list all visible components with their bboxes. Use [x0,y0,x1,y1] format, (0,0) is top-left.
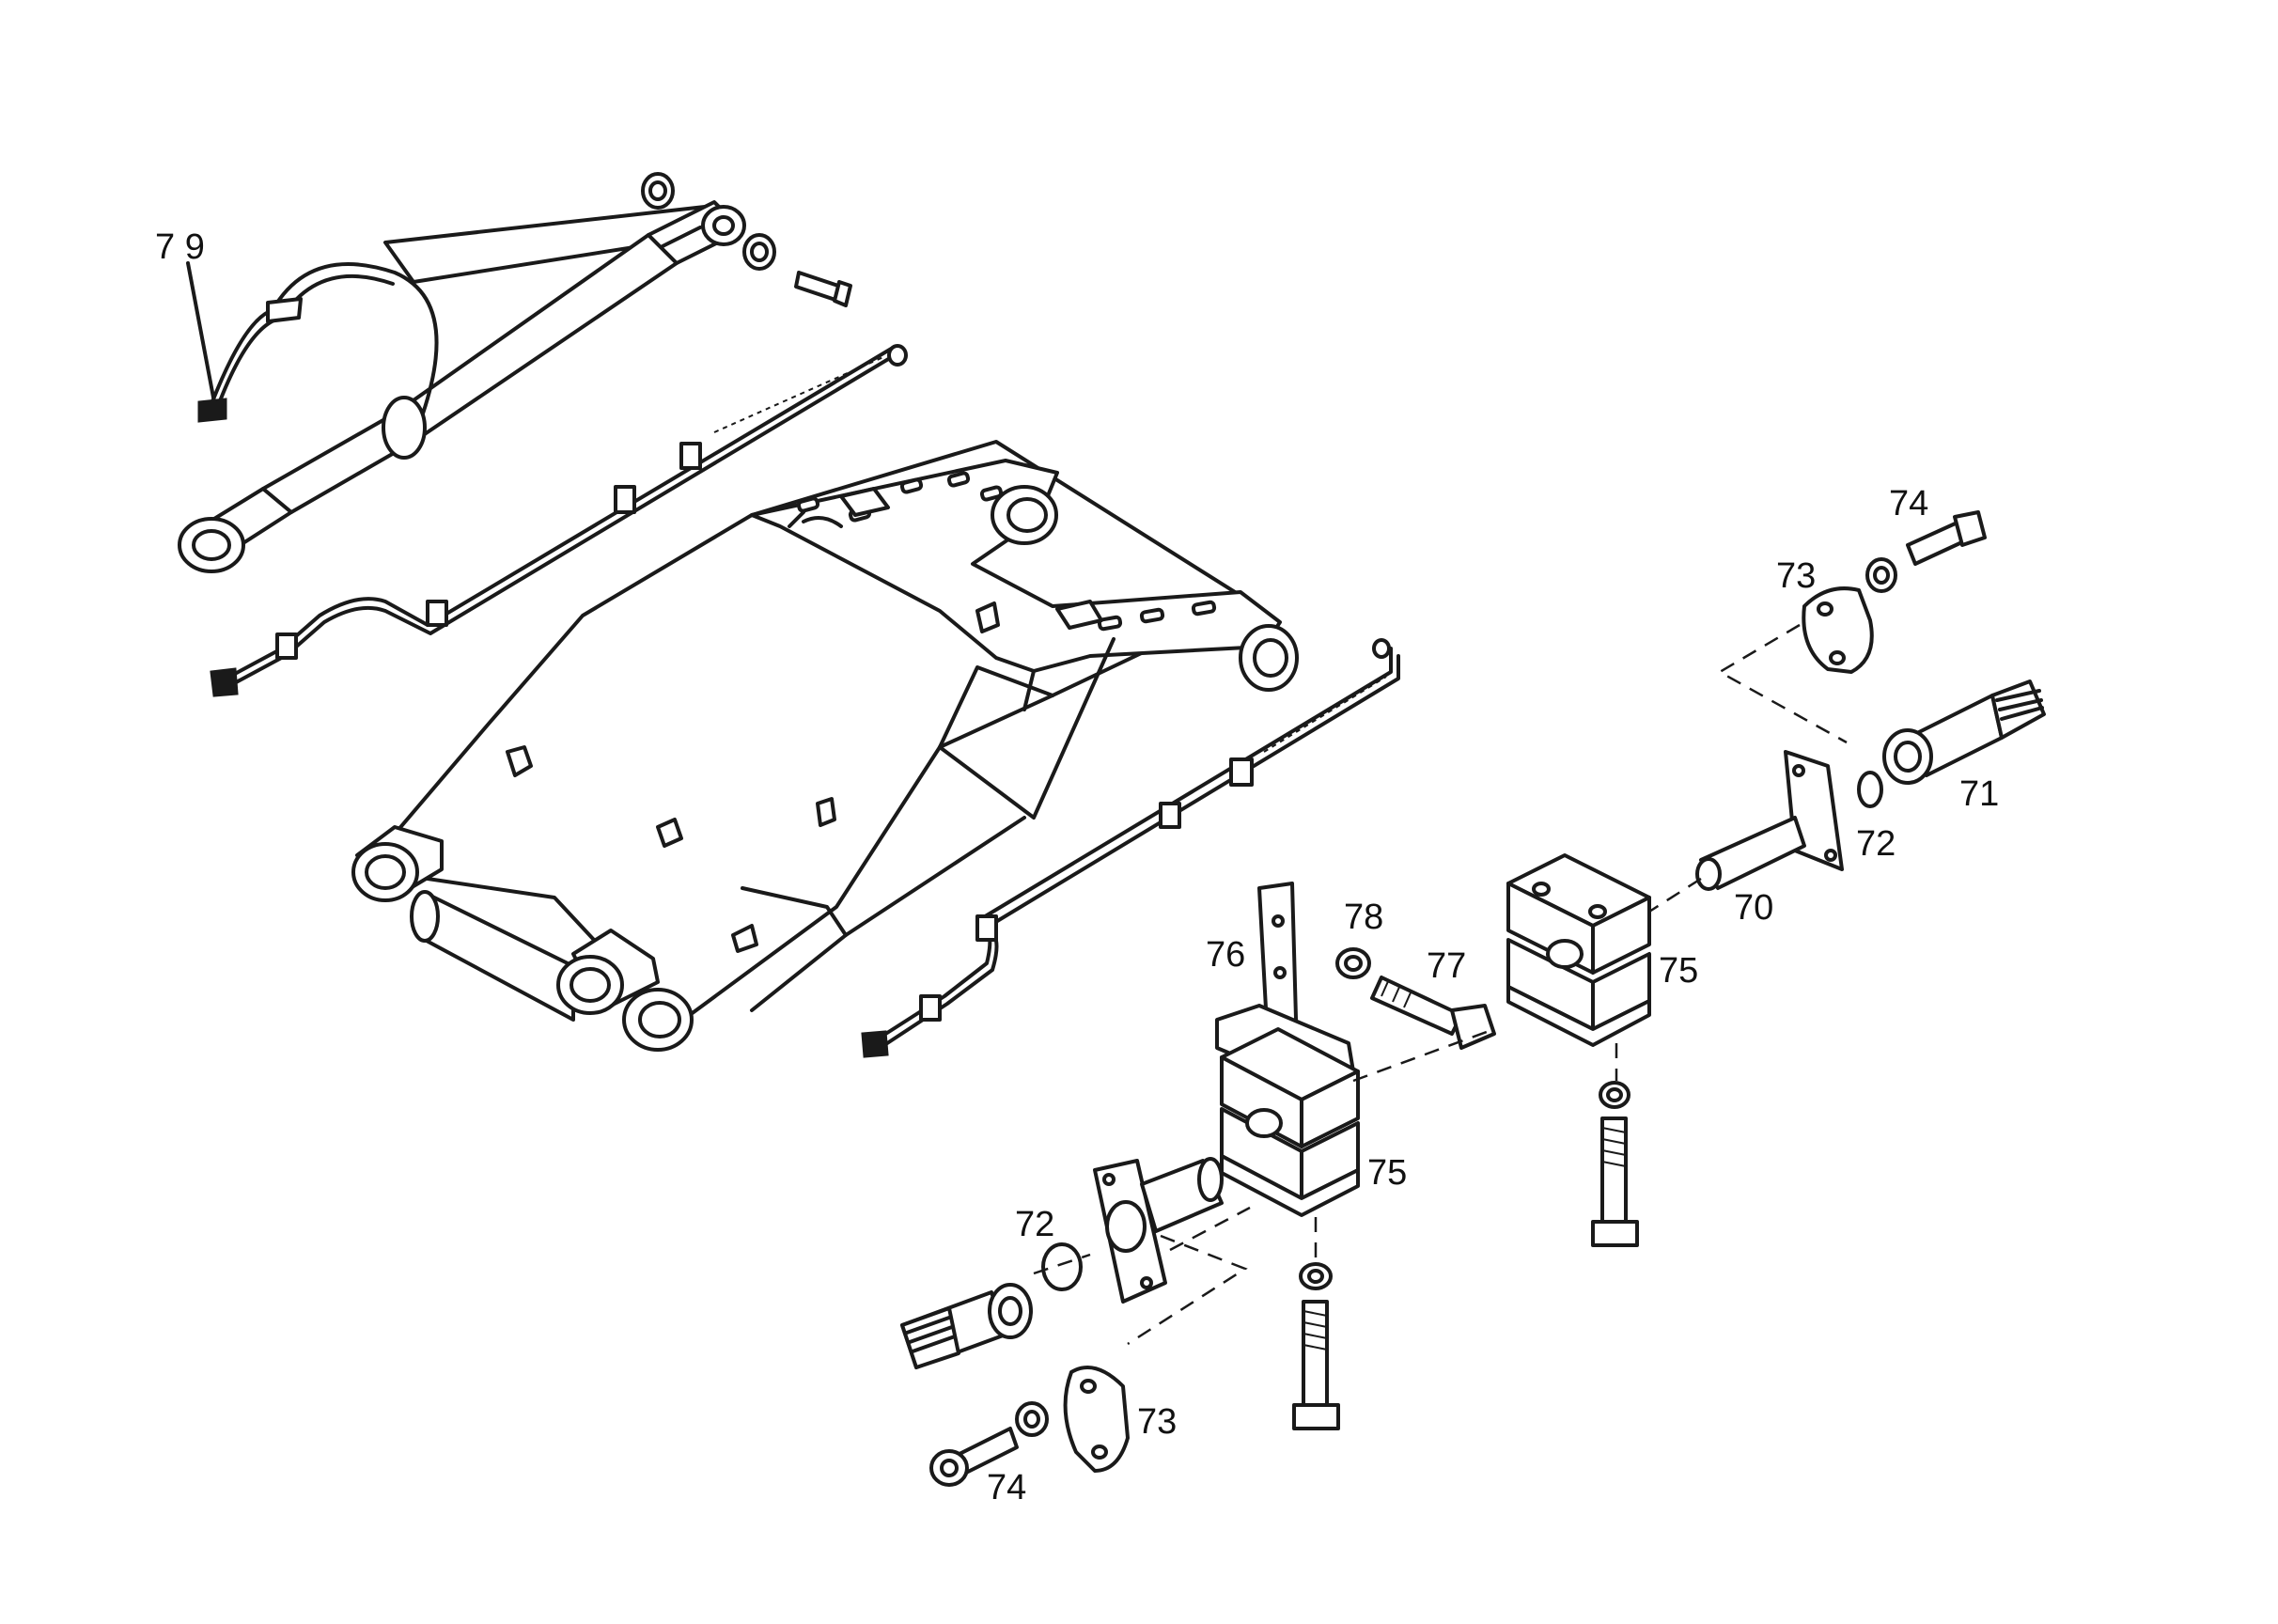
part-77-bolt [1370,976,1496,1050]
part-75-upper-bolt [1591,1081,1639,1247]
callout-72-lower: 72 [1015,1205,1054,1244]
callout-75-lower: 75 [1367,1153,1407,1193]
callout-71: 71 [1959,774,1999,814]
lube-line-upper [210,344,908,697]
assembly-lines [1033,623,1848,1346]
part-74-lower-bolt [929,1401,1049,1487]
part-73-lower-clamp [1063,1366,1130,1473]
hydraulic-cylinder [178,172,852,573]
hose-79 [197,262,439,423]
part-70-upper-flange-pin [1695,750,1844,891]
callout-73-upper: 73 [1776,556,1816,596]
callout-79: 7 9 [155,227,205,267]
part-74-upper-bolt [1865,510,1987,593]
callout-74-upper: 74 [1889,484,1928,523]
part-75-upper-clamp-block [1506,853,1651,1047]
part-71-lower-pin [900,1283,1033,1369]
callout-78: 78 [1344,898,1383,937]
part-71-upper-pin [1882,679,2046,785]
part-75-lower-bolt [1292,1262,1340,1430]
callout-75-upper: 75 [1659,951,1698,991]
part-75-lower-clamp-block [1220,1027,1360,1217]
callout-76: 76 [1206,935,1245,975]
lube-line-lower [861,638,1400,1058]
boom-arm [351,440,1299,1052]
part-70-lower-flange-pin [1093,1157,1224,1304]
part-73-upper-clamp [1802,586,1874,674]
part-72-lower-oring [1041,1242,1083,1291]
callout-70: 70 [1734,888,1773,928]
leader-79 [186,261,216,404]
callout-72-upper: 72 [1856,824,1896,864]
part-72-upper-oring [1857,771,1883,808]
callout-74-lower: 74 [987,1468,1026,1507]
part-78-washer [1335,947,1371,979]
callout-73-lower: 73 [1137,1402,1177,1442]
callout-77: 77 [1427,946,1466,986]
